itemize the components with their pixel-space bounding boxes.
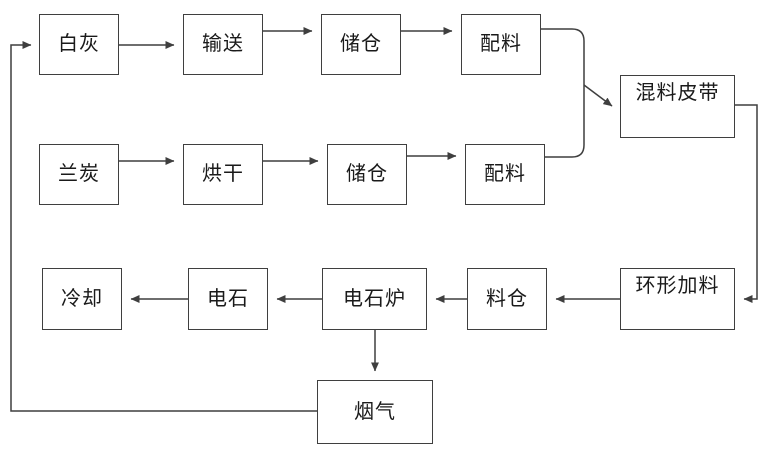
node-conveying-label: 输送 xyxy=(202,33,244,55)
node-drying[interactable]: 烘干 xyxy=(183,144,263,205)
edge-flue-gas-to-lime xyxy=(10,41,317,412)
node-cooling[interactable]: 冷却 xyxy=(42,268,122,330)
node-drying-label: 烘干 xyxy=(202,163,244,185)
node-flue-gas-label: 烟气 xyxy=(354,400,396,423)
node-carbide[interactable]: 电石 xyxy=(188,268,268,330)
edge-mixing-to-ring-feeder xyxy=(735,104,758,303)
node-semi-coke-label: 兰炭 xyxy=(58,163,100,185)
node-silo-bottom[interactable]: 储仓 xyxy=(327,144,407,205)
node-silo-top[interactable]: 储仓 xyxy=(321,14,401,75)
node-ring-feeder[interactable]: 环形加料 xyxy=(620,268,735,330)
node-lime-label: 白灰 xyxy=(58,33,100,55)
node-batching-bottom-label: 配料 xyxy=(484,163,526,185)
node-lime[interactable]: 白灰 xyxy=(39,14,119,75)
node-batching-top-label: 配料 xyxy=(480,33,522,55)
node-carbide-label: 电石 xyxy=(207,287,249,310)
node-mixing-belt[interactable]: 混料皮带 xyxy=(620,75,735,138)
node-silo-top-label: 储仓 xyxy=(340,33,382,55)
node-batching-bottom[interactable]: 配料 xyxy=(465,144,545,205)
node-ring-feeder-label: 环形加料 xyxy=(635,275,720,297)
node-silo-bottom-label: 储仓 xyxy=(346,163,388,185)
node-flue-gas[interactable]: 烟气 xyxy=(317,380,433,444)
node-mixing-belt-label: 混料皮带 xyxy=(635,82,720,104)
node-batching-top[interactable]: 配料 xyxy=(461,14,541,75)
edge-batching-top-to-mixing xyxy=(541,28,585,92)
node-conveying[interactable]: 输送 xyxy=(183,14,263,75)
node-cooling-label: 冷却 xyxy=(61,287,103,310)
edge-merge-to-mixing-belt xyxy=(583,84,613,107)
edge-batching-bottom-to-mixing xyxy=(545,92,585,158)
node-feed-bin[interactable]: 料仓 xyxy=(467,268,547,330)
node-carbide-furnace[interactable]: 电石炉 xyxy=(322,268,427,330)
node-feed-bin-label: 料仓 xyxy=(486,287,528,310)
node-semi-coke[interactable]: 兰炭 xyxy=(39,144,119,205)
node-carbide-furnace-label: 电石炉 xyxy=(343,287,406,310)
